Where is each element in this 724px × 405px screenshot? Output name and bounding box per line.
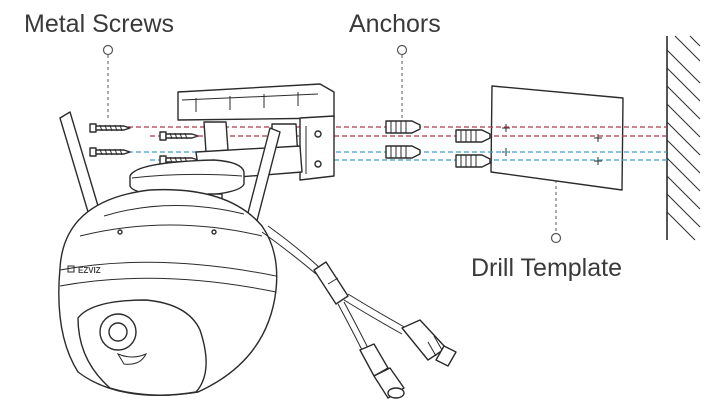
anchor (455, 129, 491, 143)
brand-text: EZVIZ (78, 266, 101, 275)
metal-screws-leader (102, 44, 114, 120)
camera-cables (261, 225, 457, 399)
metal-screw (89, 123, 131, 133)
anchors-group (385, 120, 491, 168)
anchors-leader (396, 44, 408, 120)
power-connector (359, 343, 405, 399)
anchors-label: Anchors (349, 10, 441, 38)
metal-screw (89, 147, 131, 157)
camera-dome: EZVIZ (58, 188, 278, 396)
metal-screws-label: Metal Screws (24, 10, 174, 38)
metal-screws-group (89, 123, 199, 165)
wall (666, 35, 701, 241)
drill-template-leader (550, 180, 562, 244)
alignment-lines (96, 126, 667, 161)
drill-template (490, 85, 624, 191)
ethernet-connector (401, 319, 457, 367)
anchor (385, 145, 421, 159)
anchor (455, 154, 491, 168)
wall-hatching (666, 35, 701, 241)
ezviz-logo: EZVIZ (67, 265, 101, 275)
anchor (385, 120, 421, 134)
metal-screw (159, 131, 199, 141)
mounting-bracket (129, 83, 335, 204)
drill-template-label: Drill Template (471, 254, 622, 282)
